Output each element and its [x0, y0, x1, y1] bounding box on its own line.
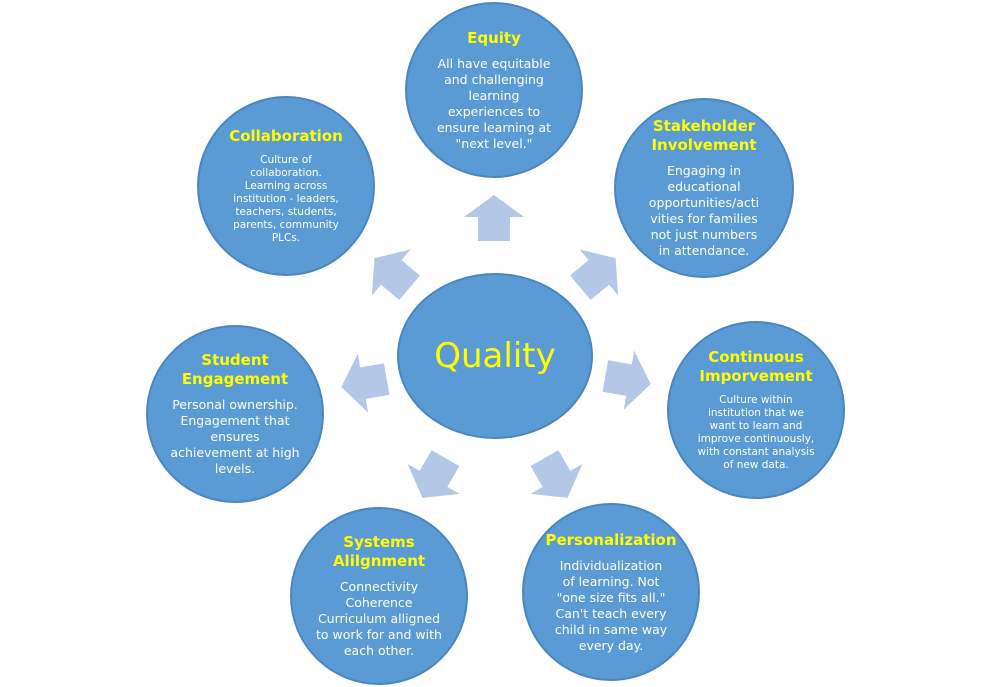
circle-equity: Equity All have equitable and challengin… — [405, 2, 583, 178]
arrow-to-student-engagement — [336, 349, 392, 416]
stakeholder-text: Engaging in educational opportunities/ac… — [648, 163, 760, 258]
arrow-to-stakeholder — [561, 235, 635, 311]
arrow-to-systems — [397, 443, 472, 513]
circle-stakeholder-involvement: Stakeholder Involvement Engaging in educ… — [614, 98, 794, 278]
collaboration-text: Culture of collaboration. Learning acros… — [233, 154, 339, 244]
student-title: Student Engagement — [181, 351, 289, 388]
arrow-to-personalization — [519, 443, 594, 513]
center-title: Quality — [434, 336, 556, 376]
continuous-title: Continuous Imporvement — [699, 348, 813, 385]
equity-title: Equity — [467, 28, 521, 47]
arrow-to-continuous — [600, 346, 656, 413]
circle-student-engagement: Student Engagement Personal ownership. E… — [146, 325, 324, 503]
systems-title: Systems Alilgnment — [332, 533, 426, 570]
arrow-to-collaboration — [355, 235, 429, 311]
equity-text: All have equitable and challenging learn… — [436, 55, 552, 151]
circle-continuous-improvement: Continuous Imporvement Culture within in… — [667, 321, 845, 499]
center-circle-quality: Quality — [397, 273, 593, 439]
continuous-text: Culture within institution that we want … — [697, 394, 815, 471]
student-text: Personal ownership. Engagement that ensu… — [170, 397, 300, 476]
arrow-to-equity — [464, 195, 524, 241]
circle-systems-alignment: Systems Alilgnment Connectivity Coherenc… — [290, 507, 468, 685]
circle-collaboration: Collaboration Culture of collaboration. … — [197, 96, 375, 276]
systems-text: Connectivity Coherence Curriculum allign… — [316, 579, 442, 658]
personalization-title: Personalization — [545, 530, 677, 549]
circle-personalization: Personalization Individualization of lea… — [522, 503, 700, 681]
personalization-text: Individualization of learning. Not "one … — [554, 557, 668, 653]
collaboration-title: Collaboration — [229, 127, 343, 145]
stakeholder-title: Stakeholder Involvement — [651, 117, 757, 154]
